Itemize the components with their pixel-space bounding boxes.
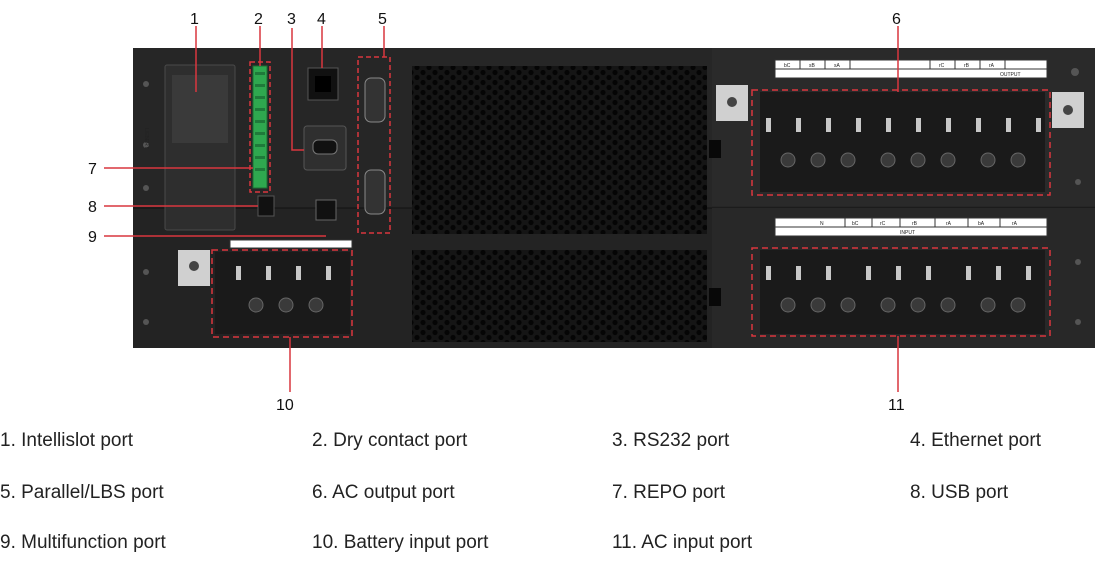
output-bracket-screw (1063, 105, 1073, 115)
callout-3: 3 (287, 11, 296, 28)
output-label-2: sB (809, 63, 816, 69)
ethernet-port (307, 67, 339, 101)
callout-6: 6 (892, 11, 901, 28)
callout-9: 9 (88, 229, 97, 246)
vent-grille-upper (412, 66, 707, 234)
intellislot-marking: LIEBERT (143, 128, 149, 149)
legend-item-battery-input: 10. Battery input port (312, 532, 489, 553)
legend-item-ac-output: 6. AC output port (312, 482, 455, 503)
ac-input-highlight (751, 247, 1051, 337)
input-label-7: rA (1012, 221, 1018, 227)
output-terminal-header (774, 59, 1048, 79)
ac-output-terminal-block (760, 92, 1045, 192)
parallel-lbs-port (357, 56, 391, 234)
callout-leaders (104, 26, 899, 392)
intellislot-card (172, 75, 228, 143)
multifunction-port (315, 199, 337, 221)
input-terminal-header (774, 217, 1048, 237)
input-label-4: rB (912, 221, 918, 227)
legend-item-ethernet: 4. Ethernet port (910, 430, 1041, 451)
output-title: OUTPUT (1000, 72, 1021, 78)
legend-item-usb: 8. USB port (910, 482, 1009, 503)
output-label-3: sA (834, 63, 841, 69)
callout-8: 8 (88, 199, 97, 216)
input-label-6: bA (978, 221, 985, 227)
output-bracket-screw (727, 97, 737, 107)
ac-output-highlight (751, 89, 1051, 196)
input-label-3: rC (880, 221, 886, 227)
legend-item-intellislot: 1. Intellislot port (0, 430, 134, 451)
input-label-1: N (820, 221, 824, 227)
ups-rear-panel-diagram: LIEBERT bC sB sA rC rB rA OUTPUT (88, 11, 1095, 414)
input-label-2: bC (852, 221, 859, 227)
rs232-connector (312, 139, 338, 155)
callout-10: 10 (276, 397, 294, 414)
ethernet-socket (315, 76, 331, 92)
dry-contact-terminals (255, 72, 265, 171)
battery-input-highlight (211, 249, 353, 338)
input-title: INPUT (900, 230, 915, 236)
parallel-connector-bottom (364, 169, 386, 215)
output-label-4: rC (939, 63, 945, 69)
ac-input-terminal-block (760, 250, 1045, 334)
legend-item-multifunction: 9. Multifunction port (0, 532, 166, 553)
battery-bracket-screw (189, 261, 199, 271)
input-label-5: rA (946, 221, 952, 227)
callout-11: 11 (888, 397, 905, 414)
vent-notch (709, 140, 721, 158)
output-label-6: rA (989, 63, 995, 69)
callout-5: 5 (378, 11, 387, 28)
legend-item-rs232: 3. RS232 port (612, 430, 730, 451)
ac-input-screws (780, 297, 1026, 313)
battery-terminals (236, 266, 331, 280)
output-label-1: bC (784, 63, 791, 69)
callout-7: 7 (88, 161, 97, 178)
legend-item-ac-input: 11. AC input port (612, 532, 753, 553)
legend-item-parallel-lbs: 5. Parallel/LBS port (0, 482, 164, 503)
battery-header (229, 239, 353, 249)
legend-item-repo: 7. REPO port (612, 482, 725, 503)
callout-2: 2 (254, 11, 263, 28)
legend-item-dry-contact: 2. Dry contact port (312, 430, 468, 451)
callout-4: 4 (317, 11, 326, 28)
ac-input-terminals (766, 266, 1031, 280)
usb-port (257, 195, 275, 217)
battery-input-terminal-block (215, 252, 350, 334)
ac-output-screws (780, 152, 1026, 168)
callout-1: 1 (190, 11, 199, 28)
battery-screws (248, 297, 324, 313)
output-label-5: rB (964, 63, 970, 69)
ac-output-terminals (766, 118, 1041, 132)
vent-notch (709, 288, 721, 306)
parallel-connector-top (364, 77, 386, 123)
port-legend: 1. Intellislot port 2. Dry contact port … (0, 420, 1107, 560)
vent-grille-lower (412, 250, 707, 342)
